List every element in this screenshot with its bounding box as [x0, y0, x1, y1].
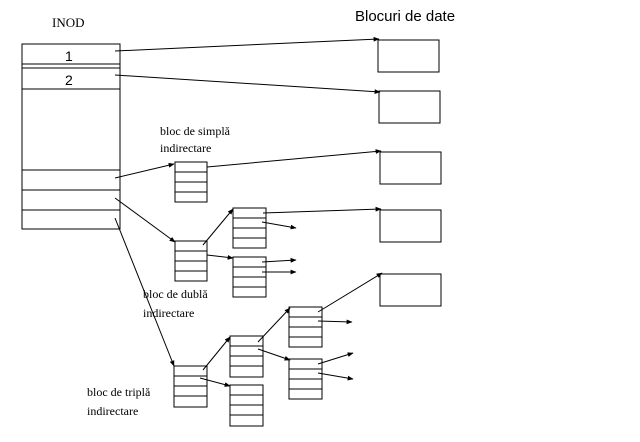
direct-pointer-2	[114, 74, 381, 95]
triple-level2-block-b	[229, 384, 264, 427]
double-level2-block-b	[232, 256, 267, 298]
triple-indirection-label-1: bloc de triplă	[87, 385, 151, 399]
single-indirect-pointer	[114, 162, 175, 179]
triple-a-to-level3-a	[257, 307, 291, 343]
double-indirect-pointer	[114, 197, 176, 243]
single-indirection-label-2: indirectare	[160, 141, 211, 155]
triple-to-level2-b	[199, 377, 231, 387]
triple-level3-b-arrow-2	[317, 372, 354, 381]
triple-level3-block-b	[288, 358, 323, 400]
double-level2-block-a	[232, 207, 267, 249]
double-a-to-data	[262, 206, 382, 214]
triple-level3-a-arrow-2	[317, 319, 353, 325]
triple-indirect-pointer	[114, 217, 175, 367]
triple-indirect-block	[173, 365, 208, 408]
inode-slot-1-label: 1	[65, 48, 73, 64]
double-indirect-block	[174, 240, 208, 282]
data-block-1	[377, 39, 440, 73]
triple-indirection-label-2: indirectare	[87, 404, 138, 418]
single-indirect-block	[174, 161, 208, 203]
double-a-arrow-2	[261, 221, 297, 230]
triple-level3-block-a	[288, 306, 323, 348]
double-b-arrow-1	[261, 257, 297, 263]
direct-pointer-1	[114, 36, 380, 52]
data-block-5	[379, 273, 442, 307]
data-block-3	[379, 151, 442, 185]
single-to-data-pointer	[206, 149, 382, 168]
double-indirection-label-2: indirectare	[143, 306, 194, 320]
double-indirection-label-1: bloc de dublă	[143, 287, 208, 301]
inode-outline	[21, 43, 121, 230]
data-blocks-title: Blocuri de date	[355, 8, 455, 25]
triple-a-to-level3-b	[257, 348, 291, 361]
data-blocks	[377, 39, 442, 307]
triple-level3-a-to-data	[317, 272, 383, 313]
triple-level3-b-arrow-1	[317, 352, 354, 365]
double-to-block-a	[202, 208, 234, 246]
inode-table: 1 2	[21, 43, 121, 230]
single-indirection-label-1: bloc de simplă	[160, 124, 231, 138]
triple-level2-block-a	[229, 335, 264, 378]
data-block-4	[379, 209, 442, 243]
inode-slot-2-label: 2	[65, 72, 73, 88]
inode-title: INOD	[52, 15, 85, 30]
data-block-2	[378, 90, 441, 124]
double-to-block-b	[206, 254, 234, 260]
triple-to-level2-a	[202, 336, 231, 371]
